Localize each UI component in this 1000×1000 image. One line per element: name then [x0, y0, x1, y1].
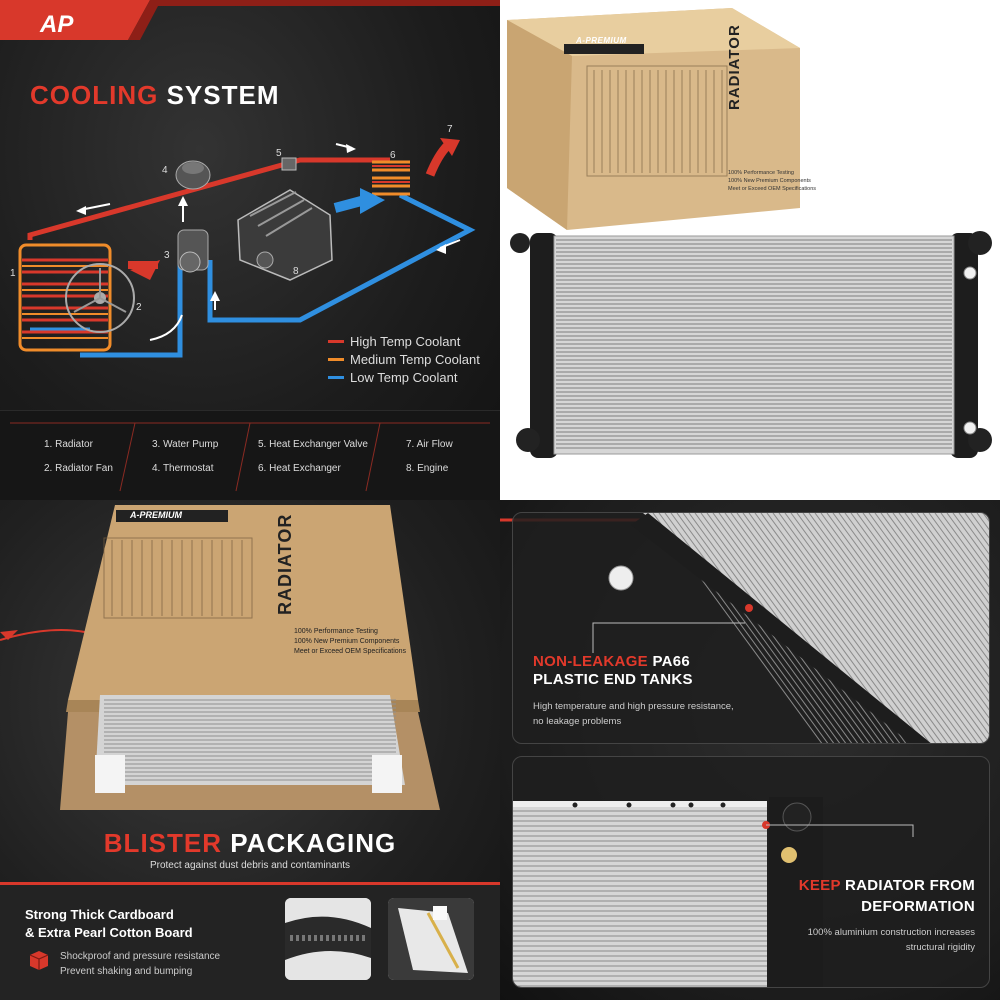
- logo-band: [0, 0, 500, 40]
- feature-1-accent: NON-LEAKAGE: [533, 653, 648, 670]
- diagram-number: 3: [164, 250, 170, 261]
- features-panel: NON-LEAKAGE PA66 PLASTIC END TANKS High …: [500, 500, 1000, 1000]
- cotton-board-thumbnail: [285, 898, 371, 980]
- legend-item: High Temp Coolant: [328, 332, 480, 350]
- radiator-core-icon: [18, 243, 112, 352]
- svg-text:AP: AP: [39, 11, 74, 38]
- valve-icon: [281, 157, 297, 171]
- diagram-number: 7: [447, 124, 453, 135]
- pack-spec2: 100% New Premium Components: [294, 638, 400, 645]
- legend-label: Medium Temp Coolant: [350, 351, 480, 367]
- radiator-closeup-image: [513, 797, 914, 987]
- brand-logo-icon: AP: [39, 11, 74, 38]
- part-item: 8. Engine: [406, 463, 449, 474]
- feature-2-heading: KEEP RADIATOR FROM: [799, 877, 975, 894]
- thermostat-icon: [175, 160, 211, 190]
- box-spec1: 100% Performance Testing: [728, 170, 794, 176]
- legend-label: Low Temp Coolant: [350, 369, 458, 385]
- part-item: 2. Radiator Fan: [44, 463, 113, 474]
- product-photo-panel: A-PREMIUM RADIATOR 100% Performance Test…: [500, 0, 1000, 500]
- fan-icon: [65, 263, 135, 333]
- box-product-name: RADIATOR: [726, 24, 743, 110]
- diagram-number: 6: [390, 150, 396, 161]
- diagram-number: 1: [10, 268, 16, 279]
- part-item: 3. Water Pump: [152, 439, 219, 450]
- packaging-point-1: Shockproof and pressure resistance: [60, 951, 221, 962]
- packaging-title-accent: BLISTER: [103, 828, 223, 858]
- packaging-title-rest: PACKAGING: [230, 828, 397, 858]
- heat-exchanger-icon: [372, 160, 410, 196]
- feature-1-rest: PA66: [652, 653, 691, 670]
- diagram-number: 4: [162, 165, 168, 176]
- box-spec2: 100% New Premium Components: [728, 178, 811, 184]
- cooling-system-panel: AP COOLING SYSTEM: [0, 0, 500, 500]
- diagram-number: 5: [276, 148, 282, 159]
- legend-item: Medium Temp Coolant: [328, 350, 480, 368]
- cooling-title: COOLING SYSTEM: [30, 80, 280, 111]
- feature-1-heading: NON-LEAKAGE PA66: [533, 653, 690, 670]
- packaging-title: BLISTER PACKAGING: [0, 828, 500, 859]
- radiator-image: [510, 231, 992, 458]
- feature-1-line2: PLASTIC END TANKS: [533, 671, 693, 688]
- diagram-number: 8: [293, 266, 299, 277]
- pack-box-product: RADIATOR: [275, 513, 295, 615]
- packaging-panel: A-PREMIUM RADIATOR 100% Performance Test…: [0, 500, 500, 1000]
- box-spec3: Meet or Exceed OEM Specifications: [728, 186, 817, 192]
- end-tank-image: [608, 513, 989, 743]
- packaging-subtitle: Protect against dust debris and contamin…: [149, 860, 351, 871]
- pack-spec1: 100% Performance Testing: [294, 628, 378, 635]
- diagram-number: 2: [136, 302, 142, 313]
- pack-box-brand: A-PREMIUM: [130, 510, 182, 520]
- parts-list: 1. Radiator 2. Radiator Fan 3. Water Pum…: [0, 410, 500, 500]
- legend-label: High Temp Coolant: [350, 333, 461, 349]
- legend-item: Low Temp Coolant: [328, 368, 480, 386]
- part-item: 4. Thermostat: [152, 463, 214, 474]
- feature-card-end-tanks: NON-LEAKAGE PA66 PLASTIC END TANKS High …: [512, 512, 990, 744]
- cooling-diagram: [18, 138, 476, 358]
- packaging-point-2: Prevent shaking and bumping: [60, 966, 193, 977]
- feature-2-desc-2: structural rigidity: [905, 942, 975, 953]
- product-box-image: [507, 8, 800, 230]
- part-item: 6. Heat Exchanger: [258, 463, 341, 474]
- feature-1-desc-1: High temperature and high pressure resis…: [533, 701, 734, 712]
- part-item: 1. Radiator: [44, 439, 93, 450]
- part-item: 7. Air Flow: [406, 439, 453, 450]
- water-pump-icon: [177, 229, 209, 273]
- feature-2-desc-1: 100% aluminium construction increases: [807, 927, 975, 938]
- feature-1-desc-2: no leakage problems: [533, 716, 622, 727]
- part-item: 5. Heat Exchanger Valve: [258, 439, 368, 450]
- cooling-title-accent: COOLING: [30, 80, 159, 110]
- packaging-features-strip: Strong Thick Cardboard & Extra Pearl Cot…: [0, 882, 500, 1000]
- feature-2-line2: DEFORMATION: [861, 898, 975, 915]
- box-brand: A-PREMIUM: [576, 36, 627, 45]
- coolant-legend: High Temp Coolant Medium Temp Coolant Lo…: [328, 332, 480, 386]
- pack-spec3: Meet or Exceed OEM Specifications: [294, 648, 407, 655]
- feature-card-deformation: KEEP RADIATOR FROM DEFORMATION 100% alum…: [512, 756, 990, 988]
- feature-2-rest: RADIATOR FROM: [844, 877, 975, 894]
- packaging-heading-1: Strong Thick Cardboard: [25, 907, 174, 922]
- engine-icon: [237, 189, 333, 281]
- packaging-heading-2: & Extra Pearl Cotton Board: [25, 925, 193, 940]
- cardboard-thumbnail: [388, 898, 474, 980]
- feature-2-accent: KEEP: [798, 877, 841, 894]
- packaging-image: [0, 505, 440, 810]
- cooling-title-rest: SYSTEM: [166, 80, 280, 110]
- box-icon: [29, 951, 49, 970]
